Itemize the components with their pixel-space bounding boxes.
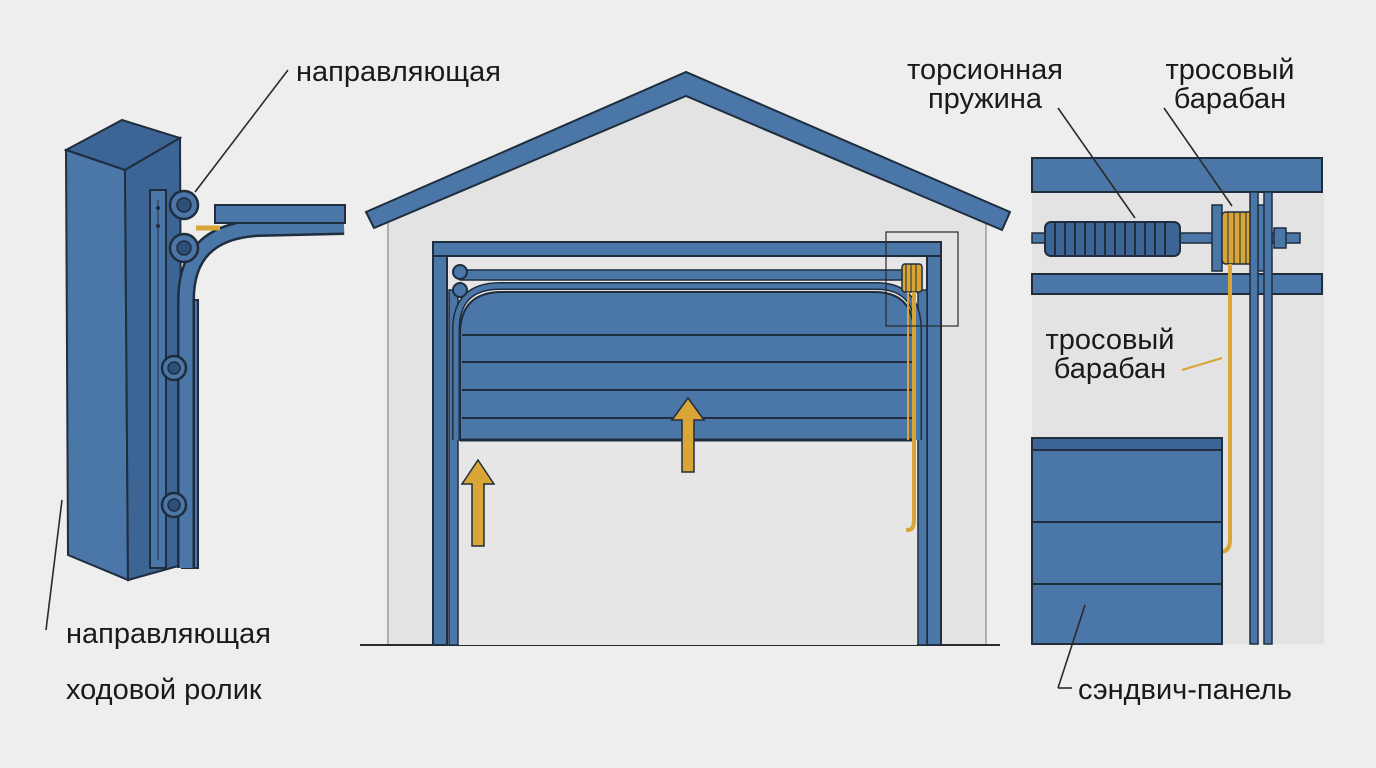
label-sandwich-panel: сэндвич-панель: [1078, 674, 1292, 706]
cable-drum-icon: [1211, 204, 1287, 272]
label-drum-top-line2: барабан: [1173, 83, 1287, 115]
garage-roof: [364, 70, 1012, 232]
up-arrow-icon: [670, 396, 706, 473]
frame-top: [432, 241, 942, 257]
label-roller: ходовой ролик: [66, 674, 262, 706]
label-drum-top-line1: тросовый: [1165, 54, 1295, 86]
left-guide-detail: [45, 69, 346, 631]
post-front: [64, 148, 130, 582]
horizontal-track: [214, 204, 346, 224]
frame-left: [432, 241, 448, 646]
lift-cable: [906, 292, 916, 532]
curved-track: [177, 217, 345, 568]
roller-wheel-icon: [452, 264, 468, 298]
leader-guide-top: [194, 69, 289, 193]
leader-sandwich: [1057, 604, 1086, 689]
label-torsion-line2: пружина: [927, 83, 1043, 115]
leader-guide-bottom: [45, 499, 63, 631]
torsion-spring-icon: [1044, 221, 1181, 257]
detail-highlight-box: [885, 231, 959, 327]
label-drum-mid: тросовый барабан: [1030, 326, 1190, 384]
cable-drum-icon: [901, 263, 923, 293]
label-guide-top: направляющая: [296, 56, 501, 88]
leader-drum-top: [1163, 107, 1233, 207]
label-torsion-spring: торсионная пружина: [890, 56, 1080, 114]
label-guide-bottom: направляющая: [66, 618, 271, 650]
right-track-2: [1263, 191, 1273, 645]
shaft-tube: [459, 269, 911, 281]
garage-illustration: [360, 70, 1012, 646]
label-drum-mid-line1: тросовый: [1045, 324, 1175, 356]
top-beam: [1031, 157, 1323, 193]
leader-drum-mid: [1181, 357, 1223, 371]
roller-wheel-icon: [168, 189, 200, 221]
roller-wheel-icon: [168, 232, 200, 264]
leader-torsion: [1057, 107, 1136, 219]
right-track-1: [1249, 191, 1259, 645]
lower-beam: [1031, 273, 1323, 295]
frame-right: [926, 241, 942, 646]
roller-wheel-icon: [160, 354, 188, 382]
right-mechanism-detail: [1031, 107, 1324, 689]
label-torsion-line1: торсионная: [907, 54, 1063, 86]
up-arrow-icon: [460, 458, 496, 547]
roller-wheel-icon: [160, 491, 188, 519]
label-drum-top: тросовый барабан: [1150, 56, 1310, 114]
label-drum-mid-line2: барабан: [1053, 353, 1167, 385]
sandwich-panel: [1031, 437, 1223, 645]
